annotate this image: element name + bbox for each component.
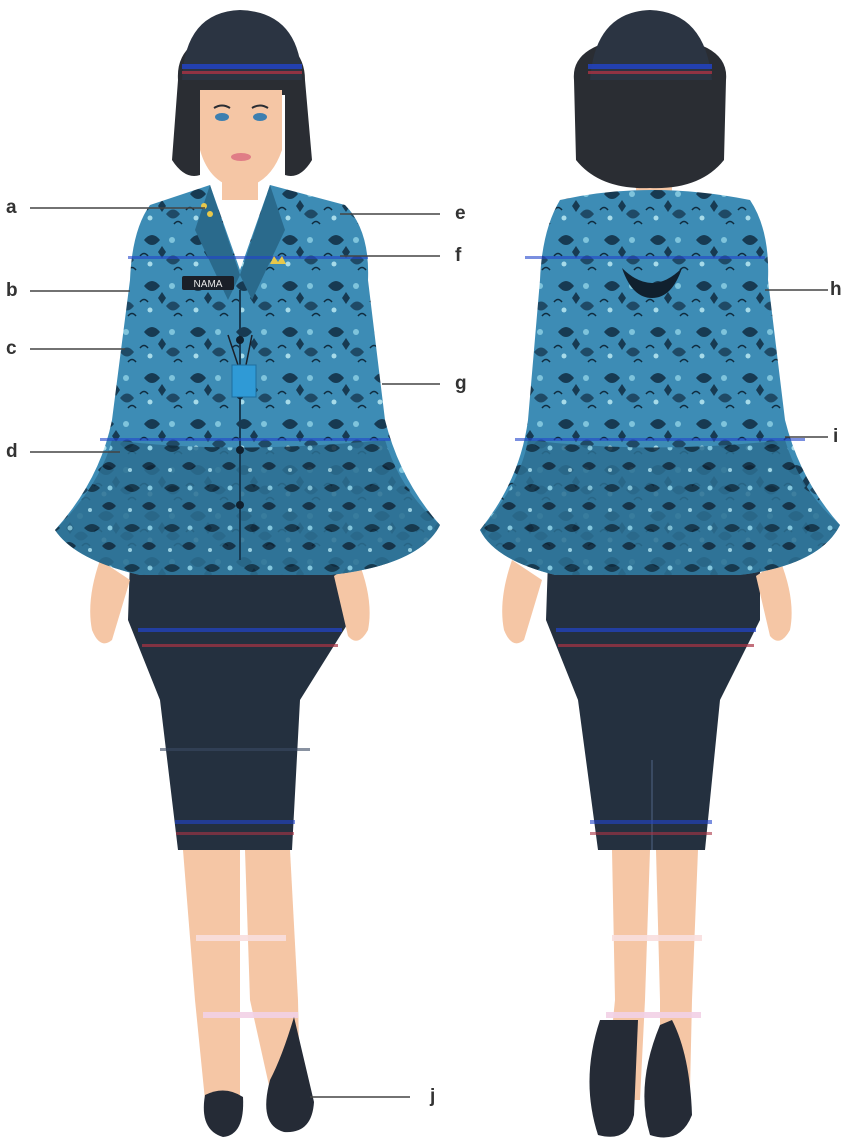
label-c: c bbox=[6, 339, 17, 358]
front-skirt bbox=[128, 560, 350, 850]
front-left-hand bbox=[90, 560, 130, 643]
label-j: j bbox=[430, 1087, 435, 1106]
id-card bbox=[232, 365, 256, 397]
back-left-shoe bbox=[589, 1020, 638, 1137]
front-face bbox=[200, 90, 282, 188]
front-hat bbox=[182, 10, 302, 80]
back-left-hand bbox=[502, 560, 542, 643]
label-h: h bbox=[830, 280, 841, 299]
back-right-hand bbox=[756, 560, 792, 641]
label-a: a bbox=[6, 198, 17, 217]
back-figure bbox=[480, 10, 840, 1138]
label-d: d bbox=[6, 442, 18, 461]
label-g: g bbox=[455, 374, 467, 393]
label-i: i bbox=[833, 427, 838, 446]
label-e: e bbox=[455, 204, 466, 223]
name-tag-text: NAMA bbox=[194, 279, 223, 290]
label-b: b bbox=[6, 281, 18, 300]
label-f: f bbox=[455, 246, 461, 265]
front-figure: NAMA bbox=[55, 10, 440, 1137]
front-left-leg bbox=[183, 850, 240, 1100]
back-hat bbox=[590, 10, 712, 80]
front-left-shoe bbox=[204, 1090, 243, 1137]
